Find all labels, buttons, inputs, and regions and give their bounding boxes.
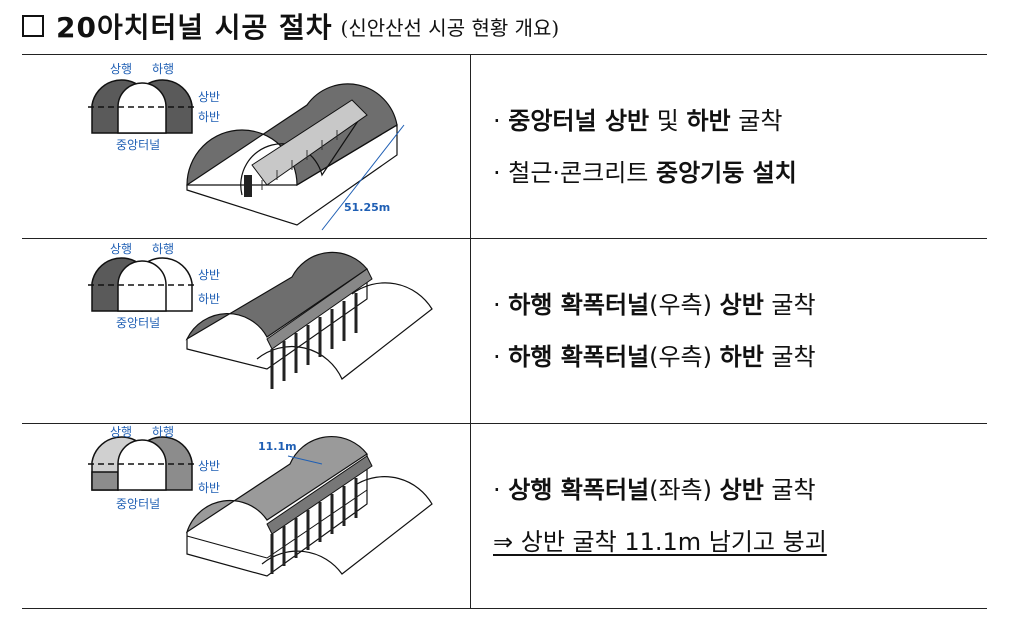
title-main: 20아치터널 시공 절차: [56, 11, 333, 44]
label-lower-half: 하반: [198, 292, 220, 306]
table-row: 상행 하행 상반 하반 중앙터널: [22, 423, 987, 609]
text-segment: 하행 확폭터널: [508, 343, 650, 371]
text-segment: (우측): [649, 343, 720, 371]
step-1-illustration: 상행 하행 상반 하반 중앙터널: [22, 54, 471, 239]
title-subtitle: (신안산선 시공 현황 개요): [340, 15, 560, 40]
text-segment: 중앙터널 상반: [508, 106, 650, 135]
procedure-table: 상행 하행 상반 하반 중앙터널: [22, 54, 987, 609]
label-up-line: 상행: [110, 241, 132, 256]
label-lower-half: 하반: [198, 110, 220, 124]
cross-section-diagram: 상행 하행 상반 하반 중앙터널: [88, 424, 220, 511]
label-center-tunnel: 중앙터널: [116, 138, 160, 152]
label-down-line: 하행: [152, 241, 174, 256]
description-line: · 하행 확폭터널(우측) 상반 굴착: [493, 279, 987, 331]
text-segment: ·: [493, 476, 509, 504]
text-segment: 상반: [719, 291, 764, 319]
label-upper-half: 상반: [198, 268, 220, 282]
table-row: 상행 하행 상반 하반 중앙터널: [22, 54, 987, 239]
tunnel-3d-diagram: [185, 251, 433, 389]
label-upper-half: 상반: [198, 90, 220, 104]
table-row: 상행 하행 상반 하반 중앙터널: [22, 238, 987, 424]
cross-section-diagram: 상행 하행 상반 하반 중앙터널: [88, 61, 220, 152]
description-line: · 상행 확폭터널(좌측) 상반 굴착: [493, 464, 987, 516]
label-up-line: 상행: [110, 61, 132, 76]
dimension-label: 11.1m: [258, 440, 297, 453]
step-3-description: · 상행 확폭터널(좌측) 상반 굴착 ⇒ 상반 굴착 11.1m 남기고 붕괴: [470, 423, 987, 609]
text-segment: ·: [493, 343, 509, 371]
description-line: · 하행 확폭터널(우측) 하반 굴착: [493, 331, 987, 383]
step-2-description: · 하행 확폭터널(우측) 상반 굴착 · 하행 확폭터널(우측) 하반 굴착: [470, 238, 987, 424]
description-line: · 중앙터널 상반 및 하반 굴착: [493, 95, 987, 147]
text-segment: 하반: [686, 106, 731, 135]
label-center-tunnel: 중앙터널: [116, 497, 160, 511]
text-segment: 상행 확폭터널: [508, 476, 650, 504]
text-segment: ·: [493, 291, 509, 319]
checkbox-square-icon: [22, 15, 44, 37]
label-lower-half: 하반: [198, 481, 220, 495]
dimension-label: 51.25m: [344, 201, 390, 214]
step-1-description: · 중앙터널 상반 및 하반 굴착 · 철근·콘크리트 중앙기둥 설치: [470, 54, 987, 239]
text-segment: (좌측): [649, 476, 720, 504]
step-2-illustration: 상행 하행 상반 하반 중앙터널: [22, 238, 471, 424]
label-upper-half: 상반: [198, 459, 220, 473]
description-line: · 철근·콘크리트 중앙기둥 설치: [493, 147, 987, 199]
text-segment: ·: [493, 106, 509, 135]
text-segment: (우측): [649, 291, 720, 319]
label-down-line: 하행: [152, 424, 174, 439]
tunnel-3d-diagram: 11.1m: [185, 436, 433, 577]
text-segment: 하행 확폭터널: [508, 291, 650, 319]
text-segment: 굴착: [763, 291, 816, 319]
text-segment: ⇒ 상반 굴착 11.1m 남기고 붕괴: [493, 528, 827, 556]
description-line: ⇒ 상반 굴착 11.1m 남기고 붕괴: [493, 516, 987, 568]
text-segment: 굴착: [730, 106, 783, 135]
tunnel-3d-diagram: 51.25m: [186, 83, 405, 231]
text-segment: 및: [649, 106, 687, 135]
step-3-illustration: 상행 하행 상반 하반 중앙터널: [22, 423, 471, 609]
text-segment: 굴착: [763, 476, 816, 504]
label-center-tunnel: 중앙터널: [116, 316, 160, 330]
label-down-line: 하행: [152, 61, 174, 76]
text-segment: 하반: [719, 343, 764, 371]
text-segment: · 철근·콘크리트: [493, 158, 656, 187]
cross-section-diagram: 상행 하행 상반 하반 중앙터널: [88, 241, 220, 330]
text-segment: 상반: [719, 476, 764, 504]
label-up-line: 상행: [110, 424, 132, 439]
page-title: 20아치터널 시공 절차 (신안산선 시공 현황 개요): [22, 6, 559, 46]
text-segment: 중앙기둥 설치: [656, 158, 797, 187]
text-segment: 굴착: [763, 343, 816, 371]
